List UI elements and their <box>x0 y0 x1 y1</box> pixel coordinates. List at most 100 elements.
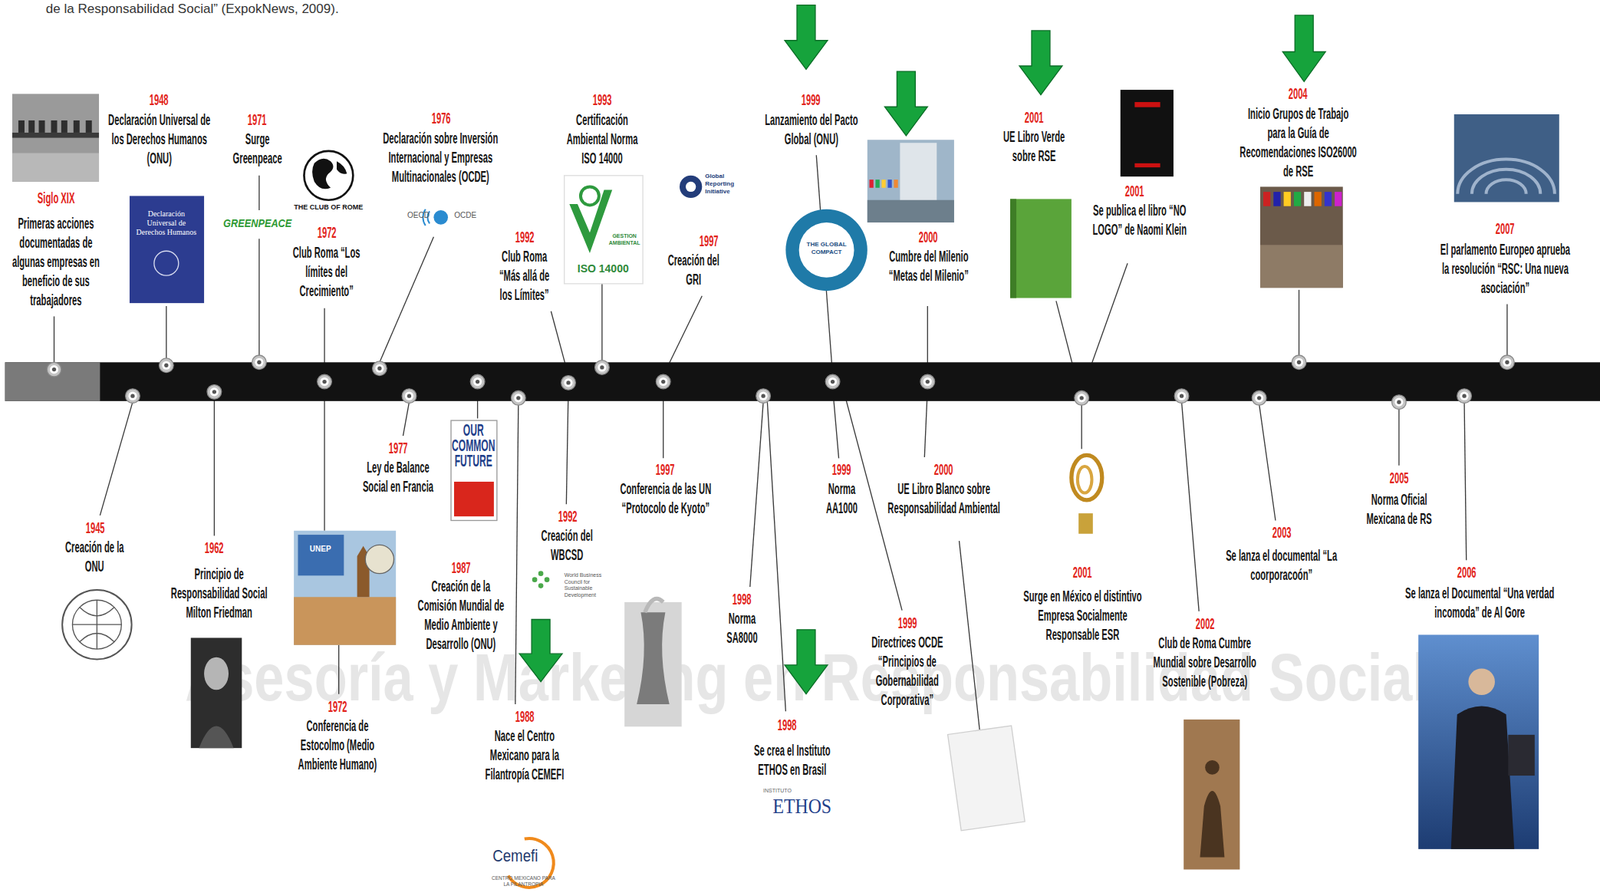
timeline-dot-ring <box>254 358 264 367</box>
udhr-book <box>129 195 205 303</box>
iso26000-flag <box>1303 191 1311 207</box>
logo-text: CENTRO MEXICANO PARA LA FILANTROPIA <box>490 875 558 888</box>
timeline-dot-ring <box>210 387 219 396</box>
event-year: 1972 <box>302 697 374 717</box>
event-year: 2001 <box>1046 562 1119 583</box>
event-description: Norma AA1000 <box>819 479 866 518</box>
no-logo-stripe <box>1134 163 1160 168</box>
stockholm-buildings <box>293 596 396 646</box>
timeline-bar <box>5 362 1600 402</box>
event-description: Conferencia de Estocolmo (Medio Ambiente… <box>294 716 382 774</box>
esr-trophy-inner <box>1077 466 1093 494</box>
timeline-dot-ring <box>1254 393 1264 402</box>
event-description: Se publica el libro “NO LOGO” de Naomi K… <box>1088 200 1191 240</box>
event-year: 2001 <box>1099 181 1171 201</box>
event-year: 2000 <box>908 460 980 480</box>
timeline-dot-ring <box>1177 391 1186 401</box>
highlight-arrow <box>1019 30 1063 96</box>
event-description: Creación del GRI <box>663 250 725 290</box>
timeline-dot <box>825 374 840 389</box>
workers-photo <box>12 93 99 182</box>
our-common-future-band <box>454 481 494 517</box>
millennium-flag <box>893 179 898 188</box>
iso26000-photo <box>1260 186 1344 288</box>
timeline-dot-ring <box>161 361 171 370</box>
source-note: de la Responsabilidad Social” (ExpokNews… <box>46 0 761 17</box>
leader-line <box>750 401 764 587</box>
timeline-dot-ring <box>563 378 573 387</box>
unep-logo <box>297 534 344 576</box>
eu-parliament-seats <box>1486 179 1527 195</box>
millennium-ground <box>867 200 955 223</box>
no-logo-stripe <box>1134 102 1160 108</box>
event-description: Club de Roma Cumbre Mundial sobre Desarr… <box>1151 633 1259 692</box>
event-year: 1988 <box>488 707 560 727</box>
timeline-dot-ring <box>473 377 482 386</box>
udhr-emblem <box>154 250 179 276</box>
leader-line <box>165 306 167 359</box>
iso26000-flag <box>1313 191 1321 207</box>
leader-line <box>1506 303 1508 356</box>
timeline-dot-ring <box>513 393 523 402</box>
event-year: 1999 <box>775 90 847 110</box>
timeline-dot <box>1074 391 1090 406</box>
timeline-dot <box>1251 391 1267 406</box>
event-year: 1998 <box>706 589 778 610</box>
logo-text: GREENPEACE <box>218 216 296 230</box>
timeline-dot-center <box>130 394 135 399</box>
event-year: 2000 <box>892 227 965 247</box>
un-emblem-ring <box>72 599 122 649</box>
millennium-photo <box>867 139 955 223</box>
iso26000-flag <box>1283 191 1291 207</box>
logo-text: Cemefi <box>487 846 544 866</box>
timeline-dot-center <box>475 379 480 384</box>
timeline-dot <box>317 374 333 389</box>
event-description: Nace el Centro Mexicano para la Filantro… <box>480 726 568 784</box>
event-year: 1987 <box>425 558 498 578</box>
event-description: Principio de Responsabilidad Social Milt… <box>163 564 276 623</box>
timeline-dot <box>159 358 175 373</box>
event-year: 1999 <box>806 460 878 480</box>
event-description: Norma SA8000 <box>718 609 765 648</box>
event-description: Creación de la ONU <box>64 537 126 577</box>
green-paper-book <box>1010 198 1072 298</box>
leader-line <box>1398 408 1400 466</box>
club-rome-globe <box>303 151 353 201</box>
al-gore-head <box>1468 668 1495 695</box>
timeline-dot-ring <box>404 391 414 401</box>
leader-line <box>99 401 133 516</box>
kyoto-tower <box>636 612 670 705</box>
timeline-dot <box>655 374 671 389</box>
timeline-dot-ring <box>1077 393 1087 402</box>
club-rome-continent <box>312 158 333 190</box>
workers-photo-figure <box>39 120 46 133</box>
friedman-photo <box>190 637 243 748</box>
event-description: Creación de la Comisión Mundial de Medio… <box>414 576 507 654</box>
event-year: 1962 <box>178 538 251 558</box>
logo-text: Global Reporting Initiative <box>704 172 748 196</box>
millennium-flag <box>875 179 880 188</box>
event-year: 1971 <box>221 110 294 130</box>
timeline-dot <box>561 375 577 391</box>
highlight-arrow <box>1282 15 1326 82</box>
friedman-face <box>204 657 229 691</box>
wbcsd-mark <box>544 576 550 583</box>
event-description: Cumbre del Milenio “Metas del Milenio” <box>879 246 977 286</box>
iso-circle <box>580 186 600 205</box>
event-year: 1992 <box>531 506 603 527</box>
highlight-arrow <box>884 71 928 136</box>
event-description: Conferencia de las UN “Protocolo de Kyot… <box>616 479 714 518</box>
iso26000-flag <box>1293 191 1301 207</box>
leader-line <box>515 404 519 705</box>
timeline-dot-ring <box>375 364 384 373</box>
leader-line <box>213 398 215 537</box>
poverty-photo <box>1183 719 1240 870</box>
iso26000-table <box>1260 244 1344 288</box>
millennium-flag <box>881 179 886 188</box>
event-description: Surge Greenpeace <box>225 129 289 168</box>
global-compact-ring <box>785 209 867 291</box>
workers-photo-figure <box>73 120 80 133</box>
event-year: 1998 <box>750 715 823 735</box>
leader-line <box>601 283 603 362</box>
no-logo-book <box>1120 89 1174 177</box>
